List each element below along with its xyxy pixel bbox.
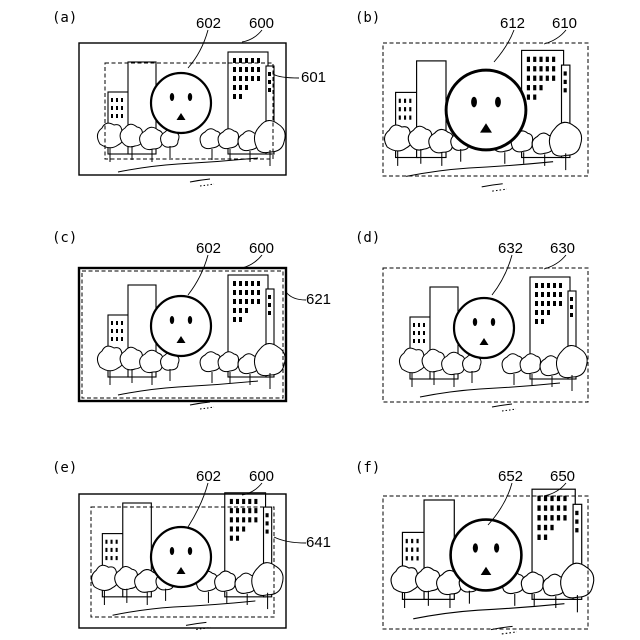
panel-label: (a) — [52, 10, 77, 26]
ref-600: 600 — [249, 15, 274, 32]
face-subject — [151, 296, 211, 356]
ref-601: 601 — [301, 69, 326, 86]
panel-label: (c) — [52, 230, 77, 246]
panel-a: (a) 602 600 601 — [52, 10, 326, 186]
face-subject — [451, 520, 522, 591]
ref-632: 632 — [498, 240, 523, 257]
ref-610: 610 — [552, 15, 577, 32]
panel-d: (d) 632 630 — [355, 230, 588, 411]
panel-label: (f) — [355, 460, 380, 476]
face-subject — [151, 73, 211, 133]
panel-label: (b) — [355, 10, 380, 26]
ref-652: 652 — [498, 468, 523, 485]
panel-f: (f) 652 650 — [355, 460, 594, 634]
ref-621: 621 — [306, 291, 331, 308]
ref-612: 612 — [500, 15, 525, 32]
face-subject — [446, 70, 526, 150]
ref-630: 630 — [550, 240, 575, 257]
panel-c: (c) 602 600 621 — [52, 230, 331, 409]
panel-label: (d) — [355, 230, 380, 246]
ref-650: 650 — [550, 468, 575, 485]
ref-600: 600 — [249, 468, 274, 485]
panel-b: (b) 612 610 — [355, 10, 588, 191]
ref-602: 602 — [196, 15, 221, 32]
ref-602: 602 — [196, 468, 221, 485]
panel-e: (e) 602 600 641 — [52, 460, 331, 629]
ref-600: 600 — [249, 240, 274, 257]
face-subject — [454, 298, 514, 358]
panel-label: (e) — [52, 460, 77, 476]
face-subject — [151, 527, 211, 587]
ref-602: 602 — [196, 240, 221, 257]
ref-641: 641 — [306, 534, 331, 551]
